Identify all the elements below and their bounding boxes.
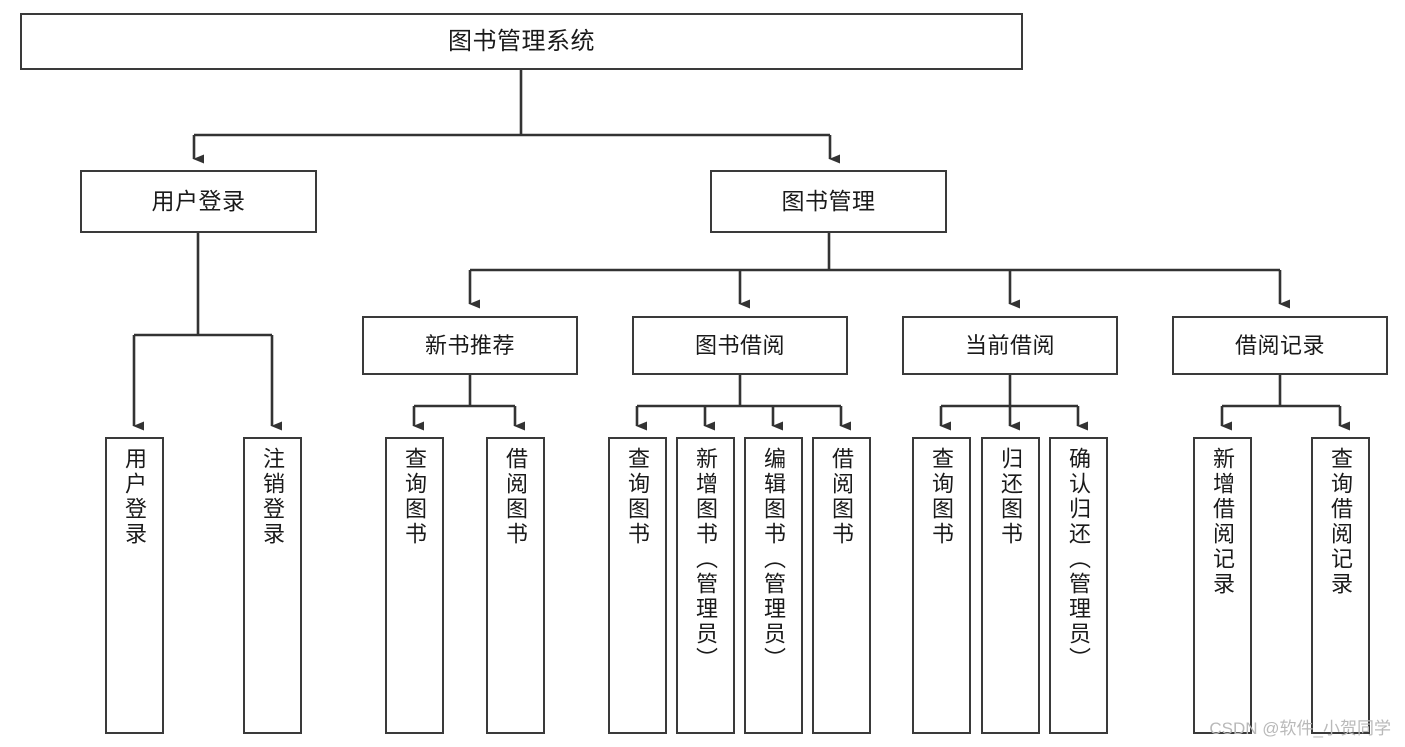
leaf-borrow-record-add-record[interactable]: 新增借阅记录 [1193, 437, 1252, 734]
node-label: 新增图书（管理员） [693, 447, 719, 672]
node-label: 用户登录 [151, 188, 246, 215]
leaf-current-borrow-return-book[interactable]: 归还图书 [981, 437, 1040, 734]
node-borrowing-records[interactable]: 借阅记录 [1172, 316, 1388, 375]
node-label: 借阅记录 [1234, 332, 1325, 358]
node-current-borrowing[interactable]: 当前借阅 [902, 316, 1118, 375]
leaf-current-borrow-query-book[interactable]: 查询图书 [912, 437, 971, 734]
node-label: 查询图书 [625, 447, 651, 547]
node-label: 编辑图书（管理员） [761, 447, 787, 672]
node-user-login[interactable]: 用户登录 [80, 170, 317, 233]
node-label: 图书管理 [781, 188, 876, 215]
node-label: 查询借阅记录 [1328, 447, 1354, 597]
node-label: 新增借阅记录 [1210, 447, 1236, 597]
leaf-user-login-login[interactable]: 用户登录 [105, 437, 164, 734]
node-new-book-recommendation[interactable]: 新书推荐 [362, 316, 578, 375]
node-label: 查询图书 [402, 447, 428, 547]
node-label: 用户登录 [122, 447, 148, 547]
leaf-book-borrow-edit-book-admin[interactable]: 编辑图书（管理员） [744, 437, 803, 734]
leaf-book-borrow-query-book[interactable]: 查询图书 [608, 437, 667, 734]
node-label: 新书推荐 [424, 332, 515, 358]
node-label: 注销登录 [260, 447, 286, 547]
node-label: 当前借阅 [964, 332, 1055, 358]
node-label: 借阅图书 [503, 447, 529, 547]
leaf-book-borrow-add-book-admin[interactable]: 新增图书（管理员） [676, 437, 735, 734]
node-label: 借阅图书 [829, 447, 855, 547]
node-label: 查询图书 [929, 447, 955, 547]
node-label: 图书借阅 [694, 332, 785, 358]
leaf-book-borrow-borrow-book[interactable]: 借阅图书 [812, 437, 871, 734]
node-label: 确认归还（管理员） [1066, 447, 1092, 672]
leaf-borrow-record-query-record[interactable]: 查询借阅记录 [1311, 437, 1370, 734]
node-book-management-system[interactable]: 图书管理系统 [20, 13, 1023, 70]
leaf-new-book-borrow-book[interactable]: 借阅图书 [486, 437, 545, 734]
leaf-user-login-logout[interactable]: 注销登录 [243, 437, 302, 734]
node-book-borrowing[interactable]: 图书借阅 [632, 316, 848, 375]
leaf-current-borrow-confirm-return-admin[interactable]: 确认归还（管理员） [1049, 437, 1108, 734]
leaf-new-book-query-book[interactable]: 查询图书 [385, 437, 444, 734]
node-book-management[interactable]: 图书管理 [710, 170, 947, 233]
node-label: 图书管理系统 [448, 27, 595, 55]
node-label: 归还图书 [998, 447, 1024, 547]
